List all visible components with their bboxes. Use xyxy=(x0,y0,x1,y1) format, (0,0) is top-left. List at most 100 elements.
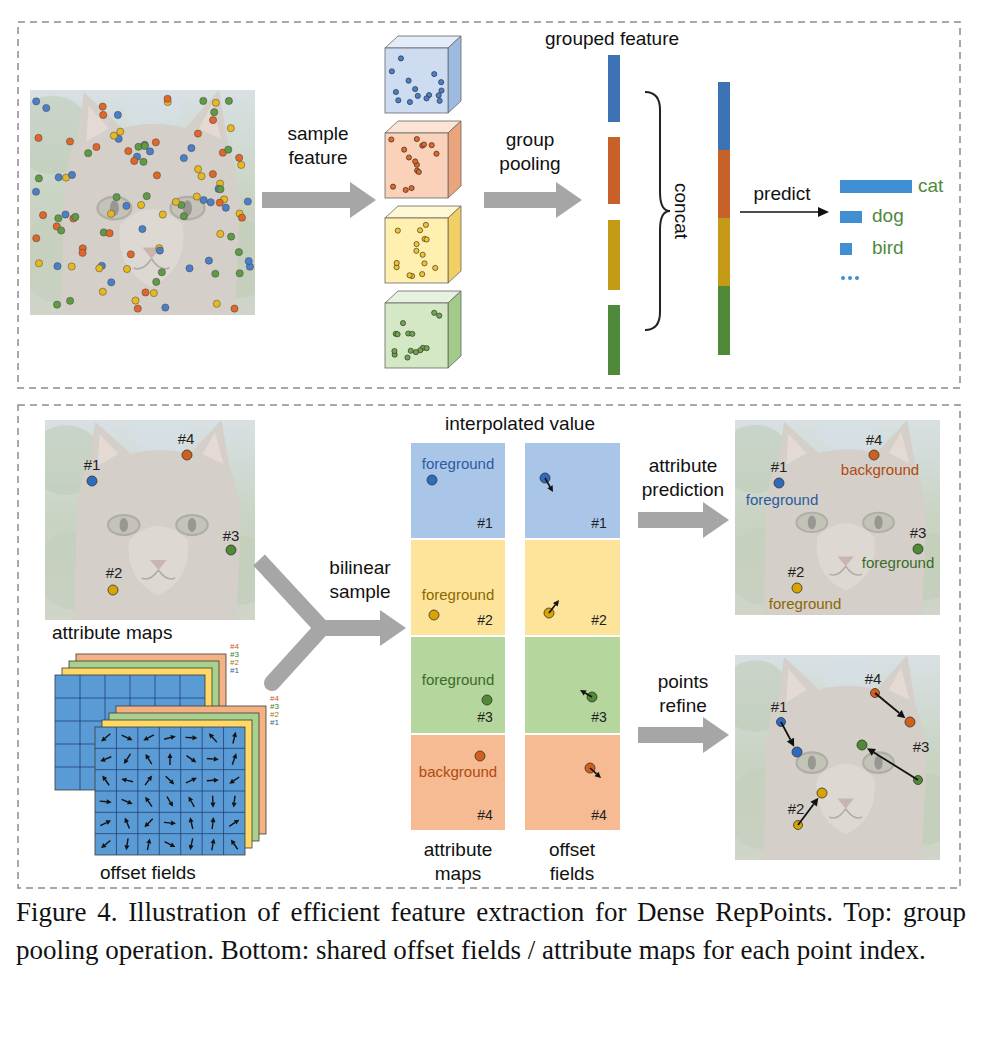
sample-point xyxy=(146,148,153,155)
arrow-shaft xyxy=(100,823,106,826)
feature-point xyxy=(437,313,442,318)
layer-index: #2 xyxy=(230,659,239,667)
feature-point xyxy=(420,272,425,277)
point-index: #1 xyxy=(591,515,607,532)
point-dot xyxy=(869,450,879,460)
point-index: #1 xyxy=(84,456,101,474)
feature-point xyxy=(409,185,414,190)
sample-point xyxy=(209,170,216,177)
attribute-label: foreground xyxy=(422,586,495,604)
sample-point xyxy=(236,270,243,277)
point-dot xyxy=(108,585,118,595)
arrow-shaft xyxy=(164,822,171,824)
arrow-shaft xyxy=(105,734,110,738)
feature-bar xyxy=(608,55,620,122)
sample-point xyxy=(217,186,224,193)
feature-point xyxy=(432,310,437,315)
arrow-head xyxy=(124,817,129,823)
sample-point xyxy=(106,230,113,237)
sample-point xyxy=(132,297,139,304)
point-dot xyxy=(905,717,915,727)
feature-point xyxy=(433,265,438,270)
arrow-shaft xyxy=(234,844,238,850)
arrow-head xyxy=(100,757,106,762)
arrow-shaft xyxy=(105,841,110,845)
feature-point xyxy=(389,137,394,142)
arrow-head xyxy=(191,758,197,763)
concat-bar xyxy=(718,150,730,218)
merge-branch xyxy=(272,628,322,683)
sample-point xyxy=(79,249,86,256)
sample-point xyxy=(198,173,205,180)
point-dot xyxy=(87,476,97,486)
attribute-label: foreground xyxy=(862,554,935,572)
feature-bar xyxy=(608,137,620,204)
sample-point xyxy=(200,196,207,203)
arrow-shaft xyxy=(147,843,148,850)
feature-bar xyxy=(608,220,620,290)
sample-point xyxy=(236,154,243,161)
cube-face xyxy=(448,291,461,368)
point-dot xyxy=(475,751,485,761)
process-arrow xyxy=(262,182,376,218)
grid-line xyxy=(95,748,245,749)
point-dot xyxy=(182,450,192,460)
feature-point xyxy=(395,228,400,233)
sample-point xyxy=(123,202,130,209)
process-arrow xyxy=(638,512,703,528)
cube-face xyxy=(448,36,461,113)
point-index: #3 xyxy=(223,527,240,545)
arrow-head xyxy=(102,775,107,781)
arrow-head xyxy=(145,754,150,760)
feature-point xyxy=(406,155,411,160)
arrow-shaft xyxy=(122,735,128,738)
arrow-shaft xyxy=(185,737,192,739)
arrow-shaft xyxy=(126,780,133,782)
sample-point xyxy=(213,300,220,307)
arrow-head xyxy=(127,800,133,805)
point-index: #3 xyxy=(591,709,607,726)
image-panel: #4background#1foreground#3foreground#2fo… xyxy=(735,420,940,615)
sample-point xyxy=(180,213,187,220)
arrow-shaft xyxy=(148,801,152,807)
arrow-head xyxy=(209,733,214,738)
sample-point xyxy=(125,147,132,154)
feature-point xyxy=(413,159,418,164)
sample-point xyxy=(107,210,114,217)
arrow-head xyxy=(897,710,906,718)
predict-arrow xyxy=(740,211,820,213)
arrow-head xyxy=(106,820,112,825)
sample-point xyxy=(238,161,245,168)
arrow-head xyxy=(189,796,194,802)
point-index: #1 xyxy=(771,698,788,716)
arrow-head xyxy=(232,753,237,759)
arrow-shaft xyxy=(585,693,592,697)
arrow-shaft xyxy=(233,777,239,781)
arrow-shaft xyxy=(148,758,152,764)
cube-face xyxy=(385,48,448,113)
sample-point xyxy=(100,111,107,118)
feature-point xyxy=(406,78,411,83)
point-index: #2 xyxy=(788,800,805,818)
arrow-head xyxy=(595,772,601,778)
sample-point xyxy=(35,260,42,267)
arrow-head xyxy=(124,758,129,764)
feature-point xyxy=(436,93,441,98)
image-panel: #4#1#3#2 xyxy=(45,420,255,620)
arrow-shaft xyxy=(145,780,149,786)
sample-point xyxy=(66,297,73,304)
sample-point xyxy=(55,174,62,181)
point-index: #2 xyxy=(591,612,607,629)
score-bar xyxy=(840,243,852,255)
sample-point xyxy=(225,97,232,104)
sample-point xyxy=(140,158,147,165)
feature-point xyxy=(407,99,412,104)
score-bar xyxy=(840,180,912,193)
arrow-head xyxy=(127,736,133,741)
sample-point xyxy=(53,301,60,308)
figure-caption: Figure 4. Illustration of efficient feat… xyxy=(16,893,966,969)
grid-line xyxy=(55,698,205,699)
grid-line xyxy=(95,769,245,770)
cube-face xyxy=(385,133,448,198)
sample-point xyxy=(217,230,224,237)
